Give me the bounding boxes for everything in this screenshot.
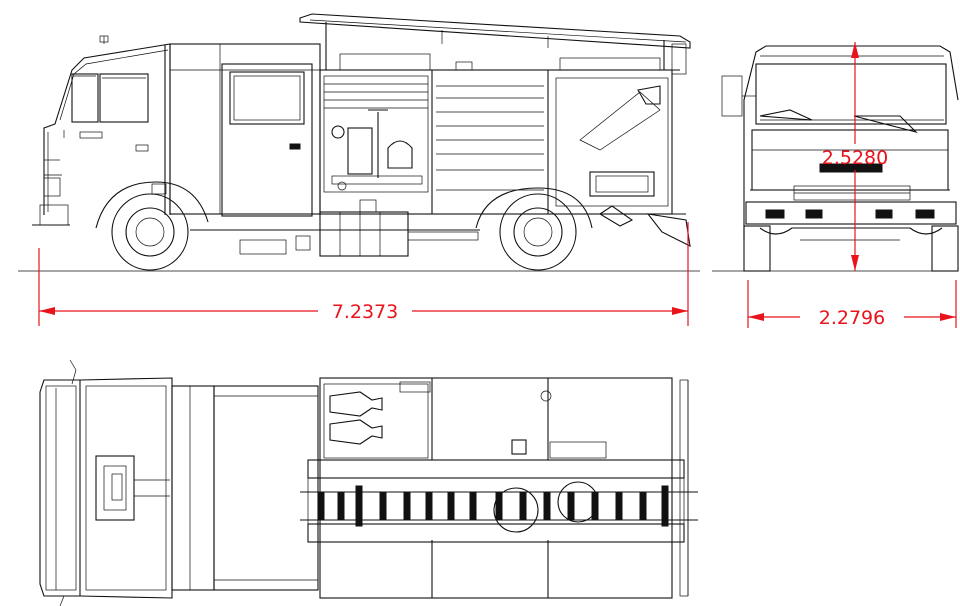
height-label: 2.5280 (822, 147, 888, 169)
top-crew-cab (171, 385, 215, 591)
side-rear-wheel (499, 193, 577, 271)
top-cab (39, 359, 173, 606)
width-label: 2.2796 (819, 307, 885, 329)
length-dimension: 7.2373 (38, 222, 689, 326)
top-view (39, 359, 698, 606)
top-body (319, 377, 673, 599)
side-body (319, 53, 680, 215)
side-chassis (95, 181, 691, 257)
side-crew-cab (169, 43, 321, 217)
width-dimension: 2.2796 (747, 280, 957, 329)
side-cab (32, 35, 171, 226)
length-label: 7.2373 (332, 301, 398, 323)
top-ladder (300, 379, 698, 597)
side-ladder (299, 13, 691, 75)
front-view: 2.5280 2.2796 (712, 42, 959, 329)
height-dimension: 2.5280 (822, 42, 888, 271)
side-front-wheel (111, 193, 189, 271)
side-view: 7.2373 (18, 13, 700, 326)
